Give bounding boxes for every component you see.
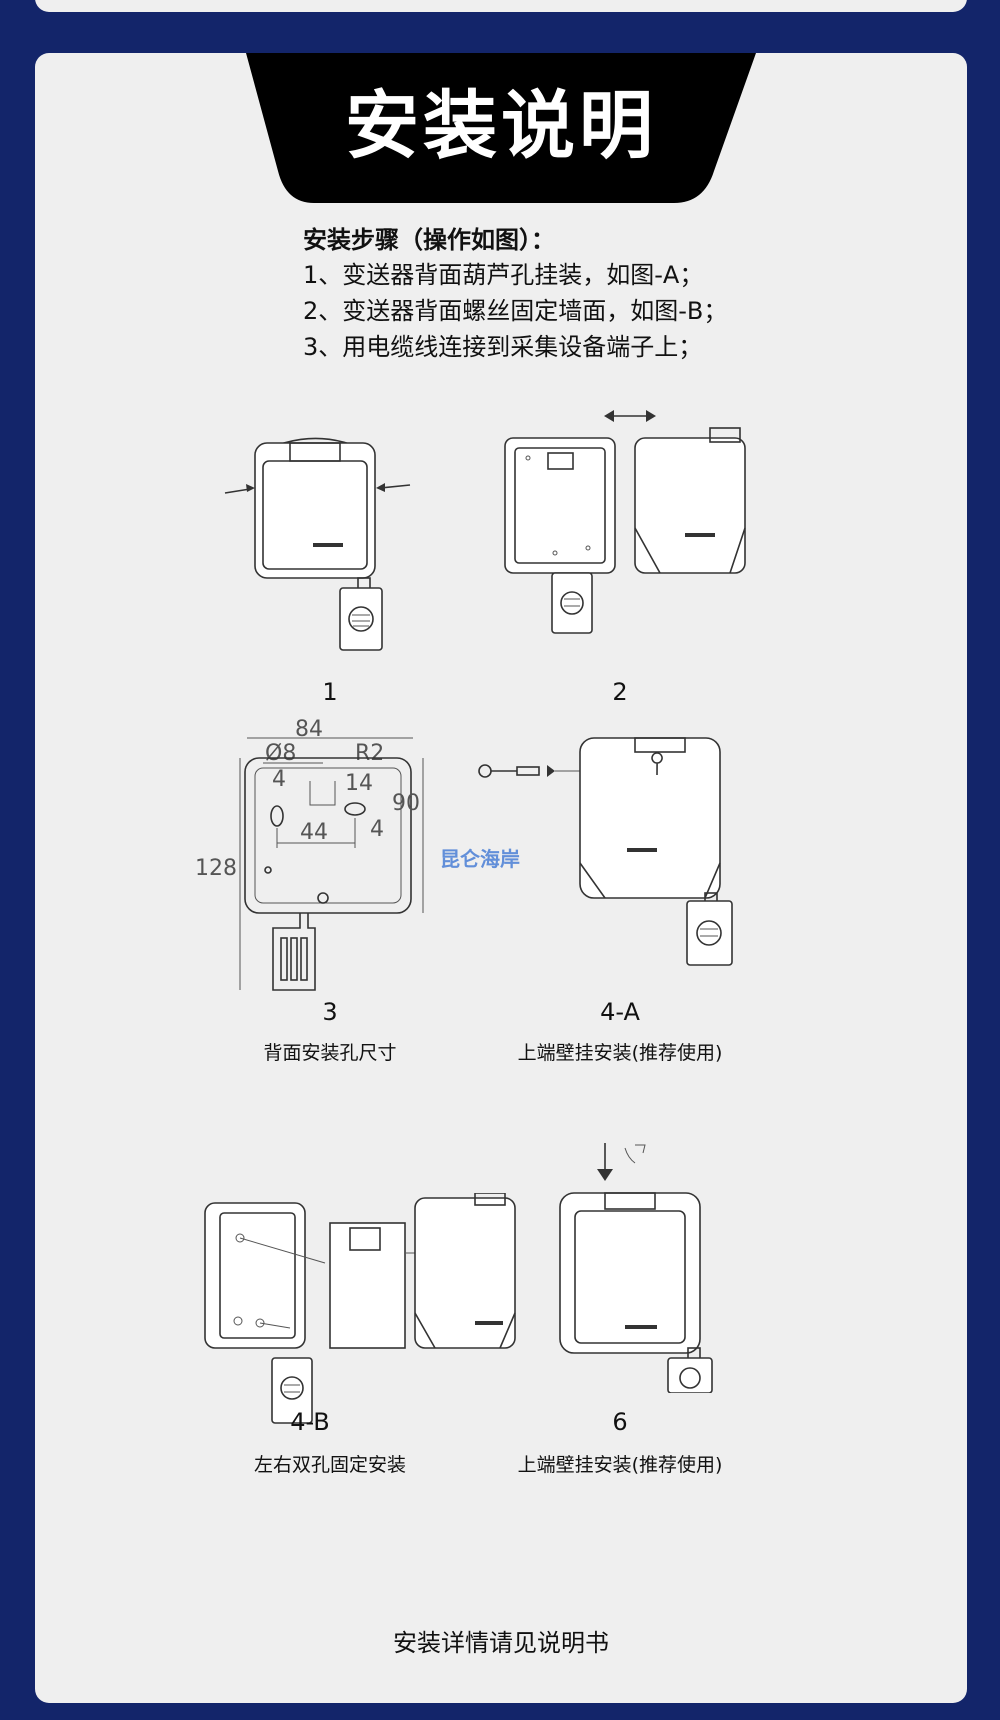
dim-90: 90 [392,791,420,816]
watermark-logo: 昆仑海岸 [440,847,520,871]
figure-6-illustration [559,1143,713,1393]
steps-heading: 安装步骤（操作如图）： [303,226,555,254]
step-line: 1、变送器背面葫芦孔挂装，如图-A； [303,261,704,289]
figure-4a-illustration [478,737,733,966]
dim-14: 14 [345,771,373,796]
install-steps: 安装步骤（操作如图）： 1、变送器背面葫芦孔挂装，如图-A； 2、变送器背面螺丝… [303,223,727,365]
figure-4b-label: 4-B [290,1408,330,1436]
dim-128: 128 [195,856,237,881]
dim-width: 84 [295,718,323,742]
figure-4b-illustration [204,1193,516,1424]
figure-6-label: 6 [612,1408,628,1436]
page-title: 安装说明 [345,83,657,169]
figure-2-label: 2 [612,678,628,706]
figure-6-caption: 上端壁挂安装(推荐使用) [517,1454,723,1476]
figure-4a-caption: 上端壁挂安装(推荐使用) [517,1042,723,1064]
figure-1-illustration [224,437,411,651]
figure-3-dimension-drawing: 84 Ø8 R2 4 14 44 4 90 128 [195,718,424,991]
step-line: 3、用电缆线连接到采集设备端子上； [303,333,703,361]
figure-3-caption: 背面安装孔尺寸 [263,1042,397,1064]
dim-hole-dia: Ø8 [265,741,296,766]
dim-4-right: 4 [370,817,384,842]
figure-4a-label: 4-A [600,998,640,1026]
step-line: 2、变送器背面螺丝固定墙面，如图-B； [303,297,728,325]
footer-note: 安装详情请见说明书 [393,1629,609,1657]
figure-2-illustration [504,410,746,634]
figure-3-label: 3 [322,998,338,1026]
install-card: 安装说明 安装步骤（操作如图）： 1、变送器背面葫芦孔挂装，如图-A； 2、变送… [35,53,967,1703]
top-card-edge [35,0,967,12]
figure-4b-caption: 左右双孔固定安装 [253,1454,406,1476]
dim-4-left: 4 [272,767,286,792]
dim-44: 44 [300,820,328,845]
figure-1-label: 1 [322,678,338,706]
dim-radius: R2 [355,741,384,766]
title-banner [246,53,756,203]
